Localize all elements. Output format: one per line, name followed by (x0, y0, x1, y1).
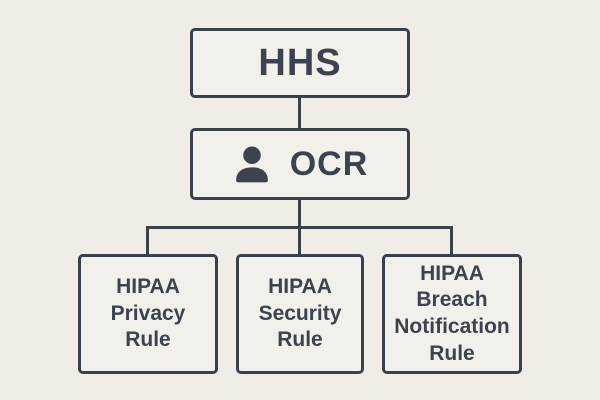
person-icon (235, 146, 268, 183)
connector-drop-privacy (146, 226, 149, 256)
connector-ocr-rail (298, 199, 301, 229)
node-hipaa-breach-notification-rule: HIPAA Breach Notification Rule (382, 254, 522, 374)
node-ocr-label: OCR (289, 144, 369, 183)
node-label: HIPAA Breach Notification Rule (394, 261, 510, 365)
node-label: HIPAA Security Rule (258, 275, 342, 352)
node-hipaa-privacy-rule: HIPAA Privacy Rule (78, 254, 218, 374)
connector-drop-breach (450, 226, 453, 256)
connector-drop-security (298, 226, 301, 256)
node-hhs: HHS (190, 28, 410, 98)
node-ocr: OCR (190, 128, 410, 200)
connector-hhs-ocr (298, 97, 301, 130)
node-hhs-label: HHS (258, 41, 342, 84)
node-hipaa-security-rule: HIPAA Security Rule (236, 254, 364, 374)
node-label: HIPAA Privacy Rule (110, 275, 186, 352)
